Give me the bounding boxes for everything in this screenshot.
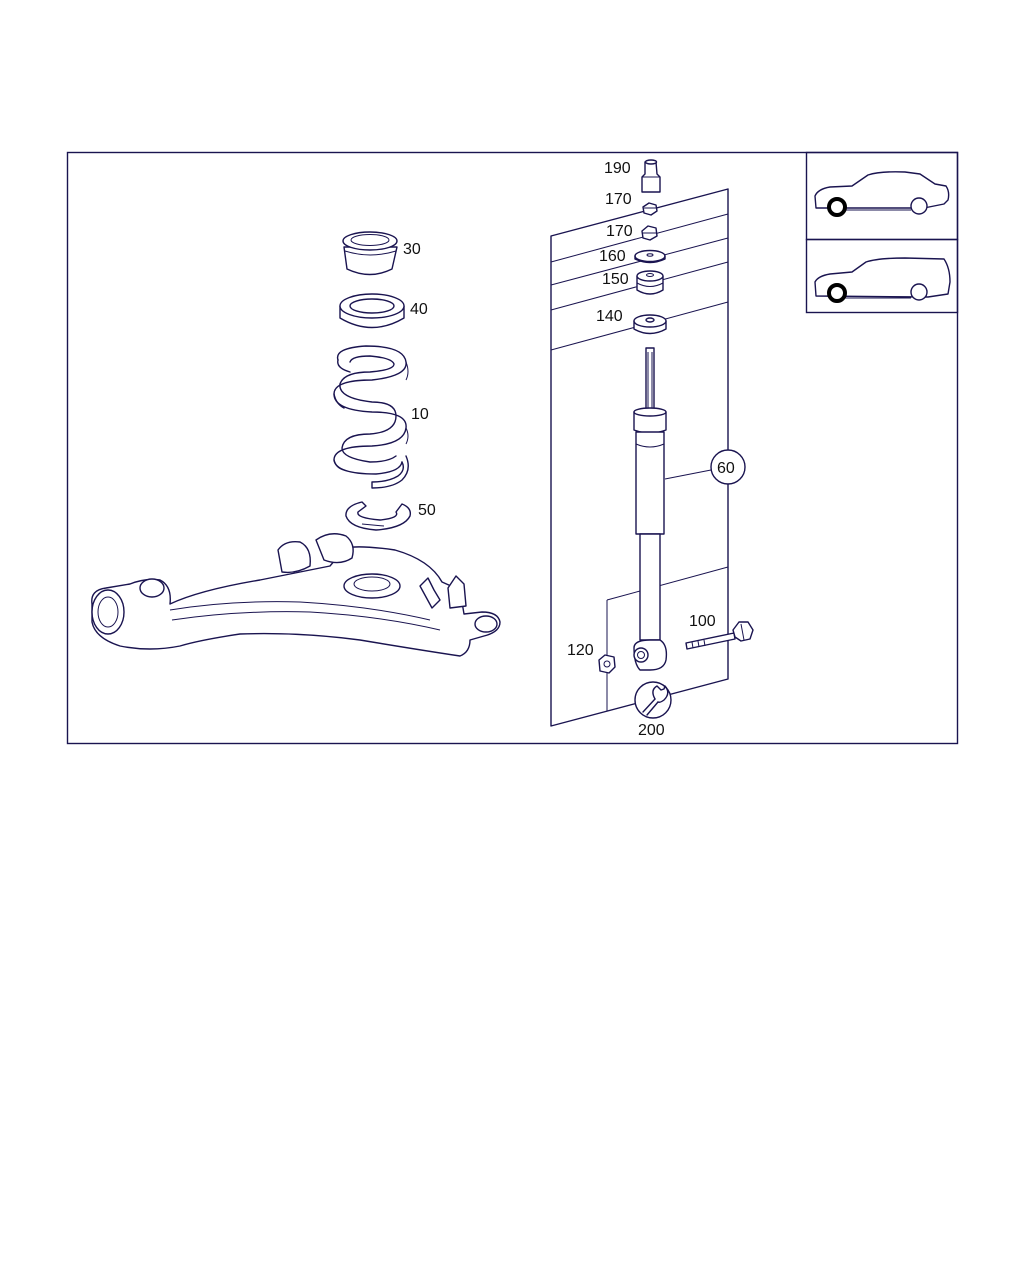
label-40: 40: [410, 301, 428, 318]
part-100-bolt: [685, 621, 754, 650]
part-190-bushing: [641, 159, 661, 193]
label-190: 190: [604, 160, 631, 177]
part-60-shock-absorber: [633, 347, 712, 671]
part-30-spring-mount: [342, 231, 398, 276]
part-140-rubber-mount: [633, 314, 667, 335]
vehicle-type-panel: [805, 151, 959, 314]
label-30: 30: [403, 241, 421, 258]
label-120: 120: [567, 642, 594, 659]
callout-60-circle: [710, 449, 746, 485]
label-100: 100: [689, 613, 716, 630]
label-10: 10: [411, 406, 429, 423]
label-140: 140: [596, 308, 623, 325]
part-150-rubber-mount: [636, 270, 664, 295]
wrench-icon: [634, 681, 672, 719]
part-170-nut-lower: [641, 225, 658, 241]
label-170-lower: 170: [606, 223, 633, 240]
label-200: 200: [638, 722, 665, 739]
part-50-spring-seat: [345, 501, 412, 531]
label-60: 60: [717, 460, 735, 477]
part-120-nut: [598, 654, 616, 674]
part-40-spring-pad: [339, 293, 405, 329]
part-labels: 190 170 170 160 150 140 30 40 10 50 60 1…: [403, 160, 735, 739]
label-170-upper: 170: [605, 191, 632, 208]
label-160: 160: [599, 248, 626, 265]
part-160-washer: [634, 249, 666, 264]
diagram-frame: [66, 151, 959, 745]
car-sedan-icon: [814, 171, 950, 217]
part-170-nut-upper: [642, 202, 658, 216]
part-10-coil-spring: [333, 345, 409, 489]
label-50: 50: [418, 502, 436, 519]
rear-control-arm: [91, 533, 501, 657]
label-150: 150: [602, 271, 629, 288]
car-wagon-icon: [814, 257, 951, 303]
